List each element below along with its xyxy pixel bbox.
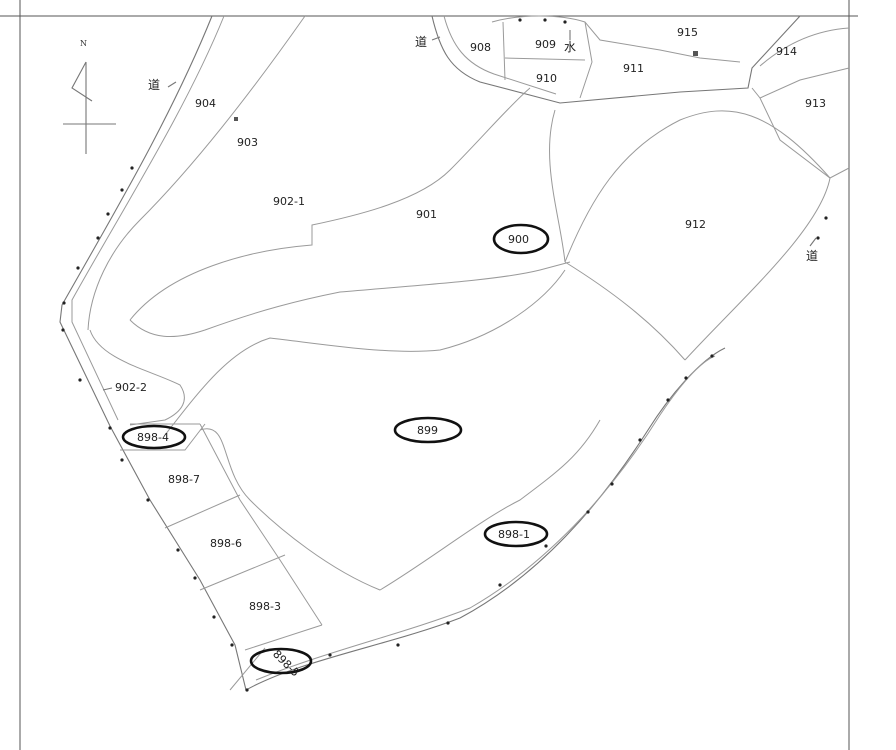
parcel-label: 914 xyxy=(776,45,797,58)
leader-arrow-icon xyxy=(431,36,441,41)
highlight-marks xyxy=(121,223,550,675)
parcel-label: 902-2 xyxy=(115,381,147,394)
parcel-label: 912 xyxy=(685,218,706,231)
parcel-label: 901 xyxy=(416,208,437,221)
road-marker: 道 xyxy=(806,249,818,263)
parcel-label: 898-7 xyxy=(168,473,200,486)
leader-arrow-icon xyxy=(809,237,817,247)
north-label: N xyxy=(80,39,87,48)
leader-arrow-icon xyxy=(167,81,177,88)
highlight-898-4 xyxy=(121,424,187,450)
parcel-label: 898-1 xyxy=(498,528,530,541)
parcel-label: 898-6 xyxy=(210,537,242,550)
survey-points xyxy=(61,18,828,692)
highlight-900 xyxy=(492,223,550,255)
parcel-label: 902-1 xyxy=(273,195,305,208)
parcel-label: 898-4 xyxy=(137,431,169,444)
marker-glyphs xyxy=(102,30,817,391)
boundary-stone-icon xyxy=(693,51,698,56)
road-marker: 道 xyxy=(415,35,427,49)
parcel-label: 915 xyxy=(677,26,698,39)
parcel-boundaries xyxy=(89,87,831,691)
leader-arrow-icon xyxy=(102,387,113,391)
road-lines xyxy=(59,15,726,691)
parcel-label: 903 xyxy=(237,136,258,149)
highlight-898-5 xyxy=(249,647,313,675)
parcel-label: 910 xyxy=(536,72,557,85)
parcel-label: 908 xyxy=(470,41,491,54)
parcel-label: 900 xyxy=(508,233,529,246)
road-marker: 道 xyxy=(148,78,160,92)
north-arrow-icon: N xyxy=(63,39,116,154)
parcel-label: 898-5 xyxy=(270,648,302,680)
top-roads xyxy=(431,15,850,179)
boundary-stone-icon xyxy=(234,117,238,121)
water-marker: 水 xyxy=(564,40,576,54)
highlight-898-1 xyxy=(483,520,549,548)
parcel-label: 899 xyxy=(417,424,438,437)
highlight-899 xyxy=(393,416,463,444)
parcel-label: 898-3 xyxy=(249,600,281,613)
parcel-label: 913 xyxy=(805,97,826,110)
parcel-label: 911 xyxy=(623,62,644,75)
parcel-label: 909 xyxy=(535,38,556,51)
parcel-label: 904 xyxy=(195,97,216,110)
